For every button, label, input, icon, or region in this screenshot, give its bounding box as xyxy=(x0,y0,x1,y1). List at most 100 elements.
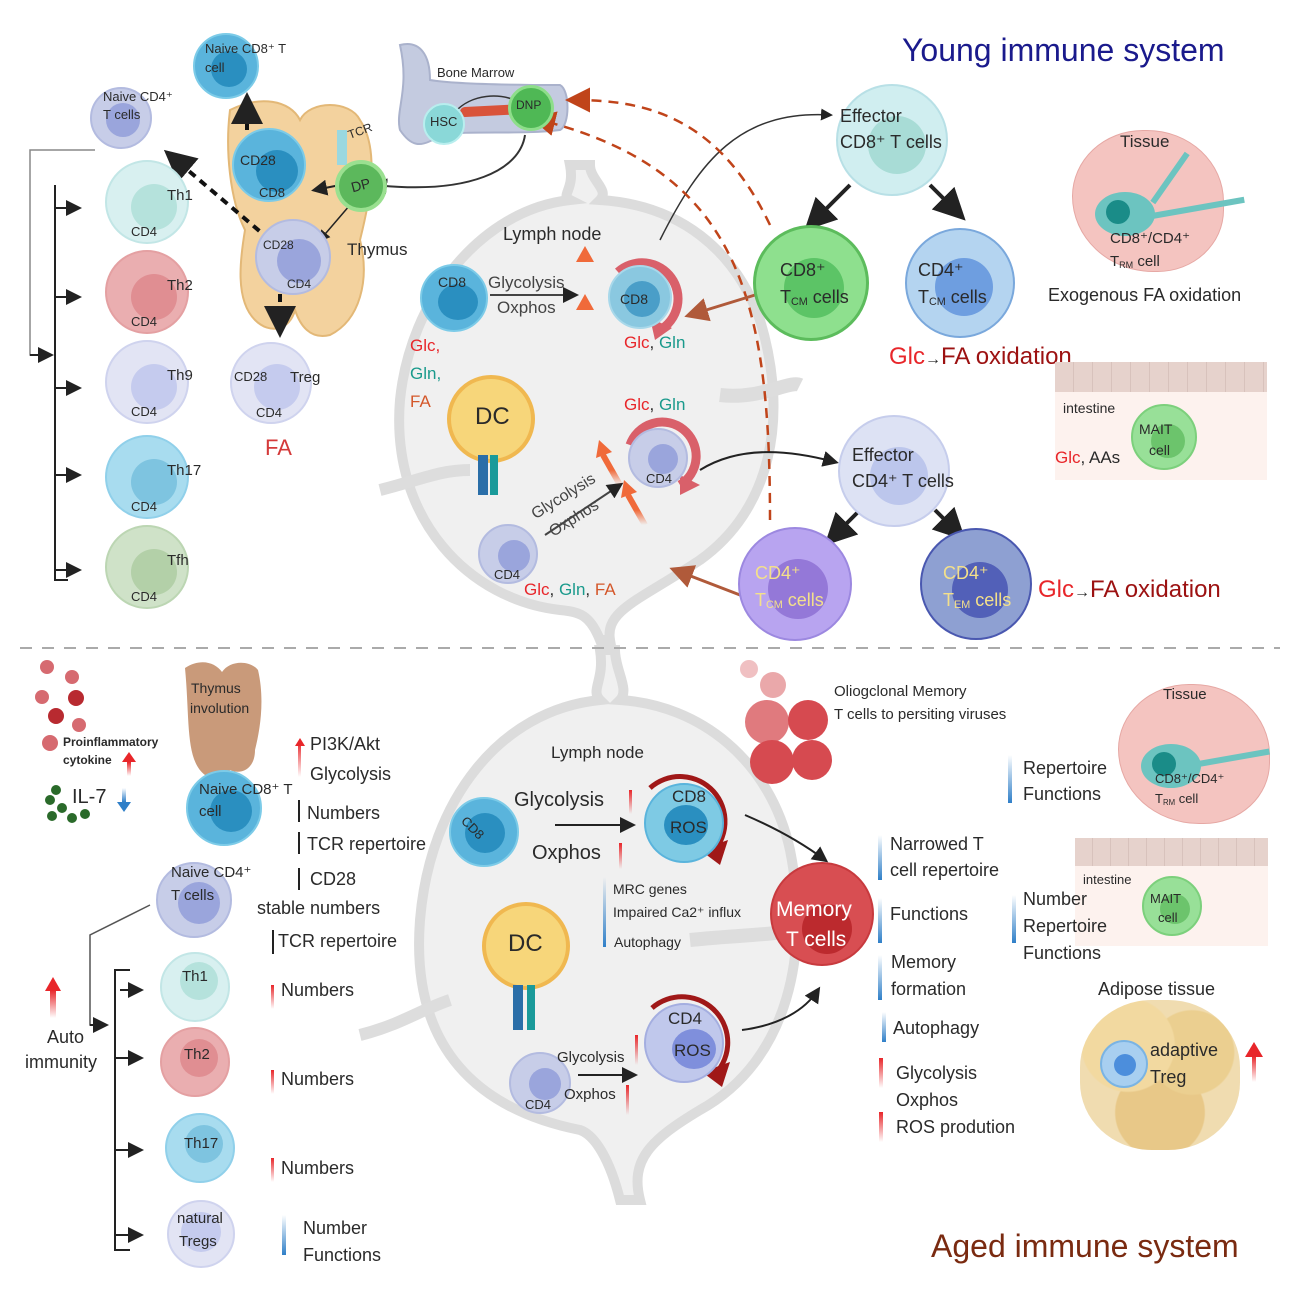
epithelium-strip xyxy=(1075,838,1268,866)
cd4-label: CD4 xyxy=(494,567,521,582)
helper-name: Th2 xyxy=(184,1046,210,1063)
young-title: Young immune system xyxy=(902,32,1225,68)
young-cd8-naive-cell: CD8 xyxy=(420,264,488,332)
tcr-mhc-complex-icon xyxy=(478,455,488,495)
cd4-label: CD4 xyxy=(668,1009,703,1028)
effector-cd4-line2: CD4⁺ T cells xyxy=(852,471,954,491)
cytokine-dot xyxy=(72,718,86,732)
cd4-label: CD4 xyxy=(646,471,673,486)
dc-label: DC xyxy=(475,403,510,430)
mait-line1: MAIT xyxy=(1150,891,1182,906)
il7-dot xyxy=(57,803,67,813)
il7-icon xyxy=(45,785,95,825)
t-rest: cell xyxy=(1133,253,1160,270)
aged-naive-cd4-cell xyxy=(156,862,232,938)
down-arrow-icon xyxy=(882,1012,886,1042)
fuel-sep: , xyxy=(649,333,659,352)
thymus-involution-line2: involution xyxy=(190,700,250,716)
cytokine-dot xyxy=(42,735,58,751)
up-arrow-icon xyxy=(879,1112,883,1142)
aged-naive-cd8-cell xyxy=(186,770,262,846)
cd4-label: CD4 xyxy=(525,1097,552,1112)
up-arrow-icon xyxy=(629,790,632,814)
memory-cell-dot xyxy=(788,700,828,740)
trm-nucleus xyxy=(1152,752,1176,776)
cd4-tcm-top-line2: TCM cells xyxy=(918,287,987,308)
helper-marker: CD4 xyxy=(131,589,158,604)
young-cd4-naive-cell: CD4 xyxy=(478,524,538,584)
cytokine-line2: cytokine xyxy=(63,753,112,767)
effector-cd8-line2: CD8⁺ T cells xyxy=(840,132,942,152)
memory-down-autophagy: Autophagy xyxy=(893,1018,980,1038)
autoimmunity-up-arrow-icon xyxy=(45,977,61,991)
cytokine-up-arrow-icon xyxy=(122,752,136,762)
helper-marker: CD4 xyxy=(131,499,158,514)
mait-line2: cell xyxy=(1149,442,1171,458)
fuel-gln: Gln xyxy=(658,395,686,414)
cytokine-line1: Proinflammatory xyxy=(63,735,159,749)
fa-oxidation-text: FA oxidation xyxy=(941,343,1072,370)
helper-name: Th17 xyxy=(184,1135,219,1152)
young-mait-cell: MAIT cell xyxy=(1131,404,1197,470)
young-lymph-node-label: Lymph node xyxy=(503,224,602,244)
helper-name: Th1 xyxy=(182,968,208,985)
helper-cell-th2: Th2 CD4 xyxy=(105,250,193,334)
thymus-cd4-cell: CD28 CD4 xyxy=(255,219,331,295)
tregs-line1: natural xyxy=(177,1210,223,1227)
aged-cd8-change-cd28: CD28 xyxy=(310,869,357,889)
treg-fuel-fa: FA xyxy=(265,435,292,460)
aged-naive-cd8-line1: Naive CD8⁺ T xyxy=(199,781,293,798)
fa-oxidation-text: FA oxidation xyxy=(1090,576,1221,603)
young-cd4-fuel-bottom: Glc, Gln, FA xyxy=(524,580,616,600)
young-dc-cell: DC xyxy=(447,375,535,463)
young-naive-cd4-cell xyxy=(90,87,152,149)
aged-title: Aged immune system xyxy=(931,1228,1239,1264)
aged-cd8-glycolysis: Glycolysis xyxy=(514,789,605,811)
aged-cd8-down-ca: Impaired Ca2⁺ influx xyxy=(613,904,742,920)
up-arrow-icon xyxy=(271,985,274,1009)
fuel-sep: , xyxy=(649,395,659,414)
down-arrow-icon xyxy=(1008,755,1012,803)
aged-trm-line2: TRM cell xyxy=(1155,791,1198,808)
effector-cd8-line1: Effector xyxy=(840,106,902,126)
tcr-receptor-icon xyxy=(337,130,347,165)
cd4-tcm-line2: TCM cells xyxy=(755,590,824,611)
memory-up-ros: ROS prodution xyxy=(896,1117,1016,1137)
tcr-mhc-complex-icon xyxy=(527,985,535,1030)
aged-cd4-active-cell: CD4 ROS xyxy=(644,1003,724,1083)
fuel-sep: , xyxy=(585,580,595,599)
cd4-tcm-top-line1: CD4⁺ xyxy=(918,260,964,280)
t-main: T xyxy=(780,287,791,307)
helper-name: Th1 xyxy=(167,187,193,204)
effector-cd4-cell xyxy=(838,415,950,527)
arrow-icon: → xyxy=(1074,584,1090,601)
treg-marker: CD4 xyxy=(256,405,283,420)
glc-fa-oxidation-2: Glc→FA oxidation xyxy=(1038,576,1221,604)
aged-cd4-stable-numbers: stable numbers xyxy=(257,898,381,918)
hsc-label: HSC xyxy=(430,114,458,129)
treg-name: Treg xyxy=(290,369,321,386)
up-arrow-icon xyxy=(298,742,301,777)
exogenous-fa-oxidation: Exogenous FA oxidation xyxy=(1048,285,1242,305)
il7-dot xyxy=(47,811,57,821)
up-arrow-icon xyxy=(626,1085,629,1115)
glc-text: Glc xyxy=(889,343,925,370)
down-arrow-icon xyxy=(282,1215,286,1255)
young-cd4-fuel-top: Glc, Gln xyxy=(624,395,685,415)
young-trm-line1: CD8⁺/CD4⁺ xyxy=(1110,230,1191,247)
t-rest: cells xyxy=(807,287,849,307)
aged-lymph-node-label: Lymph node xyxy=(551,743,644,762)
aged-th17-change: Numbers xyxy=(281,1158,355,1178)
aged-naive-cd4-line2: T cells xyxy=(171,887,215,904)
fuel-aas: , AAs xyxy=(1080,448,1121,467)
aged-natural-tregs: natural Tregs xyxy=(167,1200,235,1268)
fuel-gln: Gln xyxy=(558,580,586,599)
tcr-mhc-complex-icon xyxy=(513,985,523,1030)
helper-marker: CD4 xyxy=(131,404,158,419)
helper-marker: CD4 xyxy=(131,314,158,329)
aged-naive-cd8-line2: cell xyxy=(199,803,222,820)
aged-tregs-change-functions: Functions xyxy=(303,1245,382,1265)
aged-cd8-change-numbers: Numbers xyxy=(307,803,381,823)
adipose-up-arrow-head xyxy=(1245,1042,1263,1057)
fuel-glc: Glc xyxy=(1055,448,1081,467)
